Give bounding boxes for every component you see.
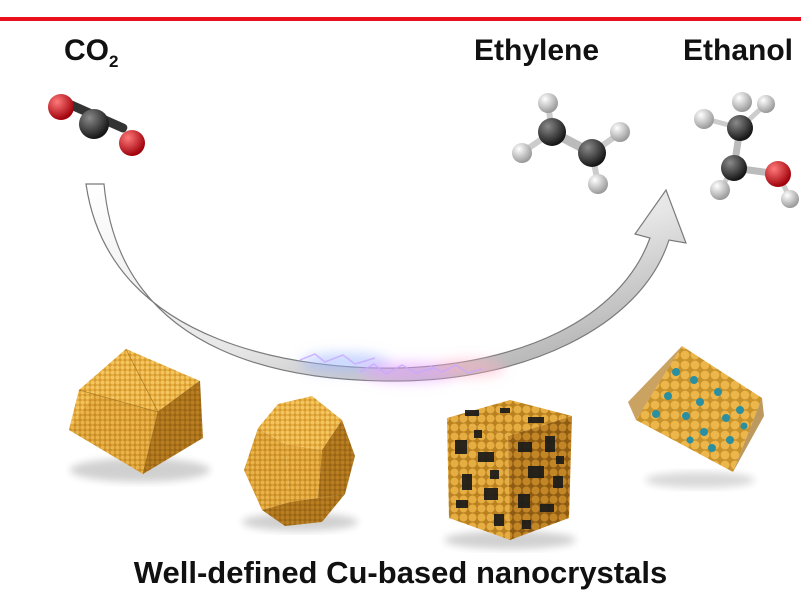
nanocrystal-octahedron [69, 348, 210, 482]
co2-label: CO2 [64, 34, 119, 71]
top-red-rule [0, 17, 801, 21]
co2-subscript: 2 [109, 52, 119, 71]
nanocrystal-doped-cube [444, 400, 576, 549]
octahedron-teal-dopants [652, 368, 748, 452]
ethanol-molecule [694, 92, 799, 208]
co2-molecule [48, 94, 145, 156]
reaction-arrow [85, 183, 687, 382]
ethylene-molecule [512, 93, 630, 194]
figure-caption: Well-defined Cu-based nanocrystals [133, 555, 668, 590]
nanocrystal-doped-octahedron [628, 346, 764, 488]
nanocrystal-truncated-octahedron [242, 396, 358, 531]
ethylene-label: Ethylene [474, 34, 600, 67]
cube-dopant-clusters [455, 408, 564, 529]
lightning-sparks [299, 353, 483, 375]
ethanol-label: Ethanol [683, 34, 793, 67]
